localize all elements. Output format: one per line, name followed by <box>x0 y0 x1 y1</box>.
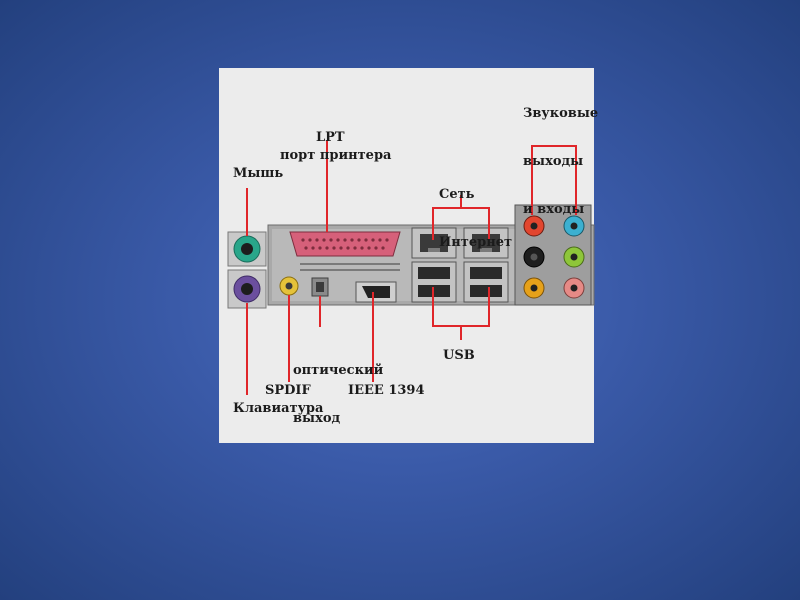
label-lpt: LPT <box>316 130 345 145</box>
label-mouse: Мышь <box>233 166 284 181</box>
ps2-keyboard-port <box>227 269 267 309</box>
ieee1394-port <box>355 281 397 303</box>
label-spdif: SPDIF <box>265 383 311 398</box>
label-network: Сеть Интернет <box>439 187 513 250</box>
callout-audio <box>531 145 577 215</box>
callout-lines <box>246 140 577 395</box>
ps2-mouse-port <box>227 231 267 267</box>
label-lpt-sub: порт принтера <box>280 148 392 163</box>
optical-output-port <box>311 277 329 297</box>
label-audio: Звуковые выходы и входы <box>523 106 599 217</box>
label-usb: USB <box>443 348 475 363</box>
usb-ports-right <box>463 261 509 303</box>
label-optical: оптический выход <box>293 363 384 426</box>
spdif-coaxial-port <box>279 276 299 296</box>
label-keyboard: Клавиатура <box>233 401 324 416</box>
audio-jacks <box>514 204 592 306</box>
rj45-port-right <box>463 227 509 259</box>
vent-slots <box>300 263 400 271</box>
label-ieee1394: IEEE 1394 <box>348 383 425 398</box>
lpt-port <box>289 231 401 257</box>
